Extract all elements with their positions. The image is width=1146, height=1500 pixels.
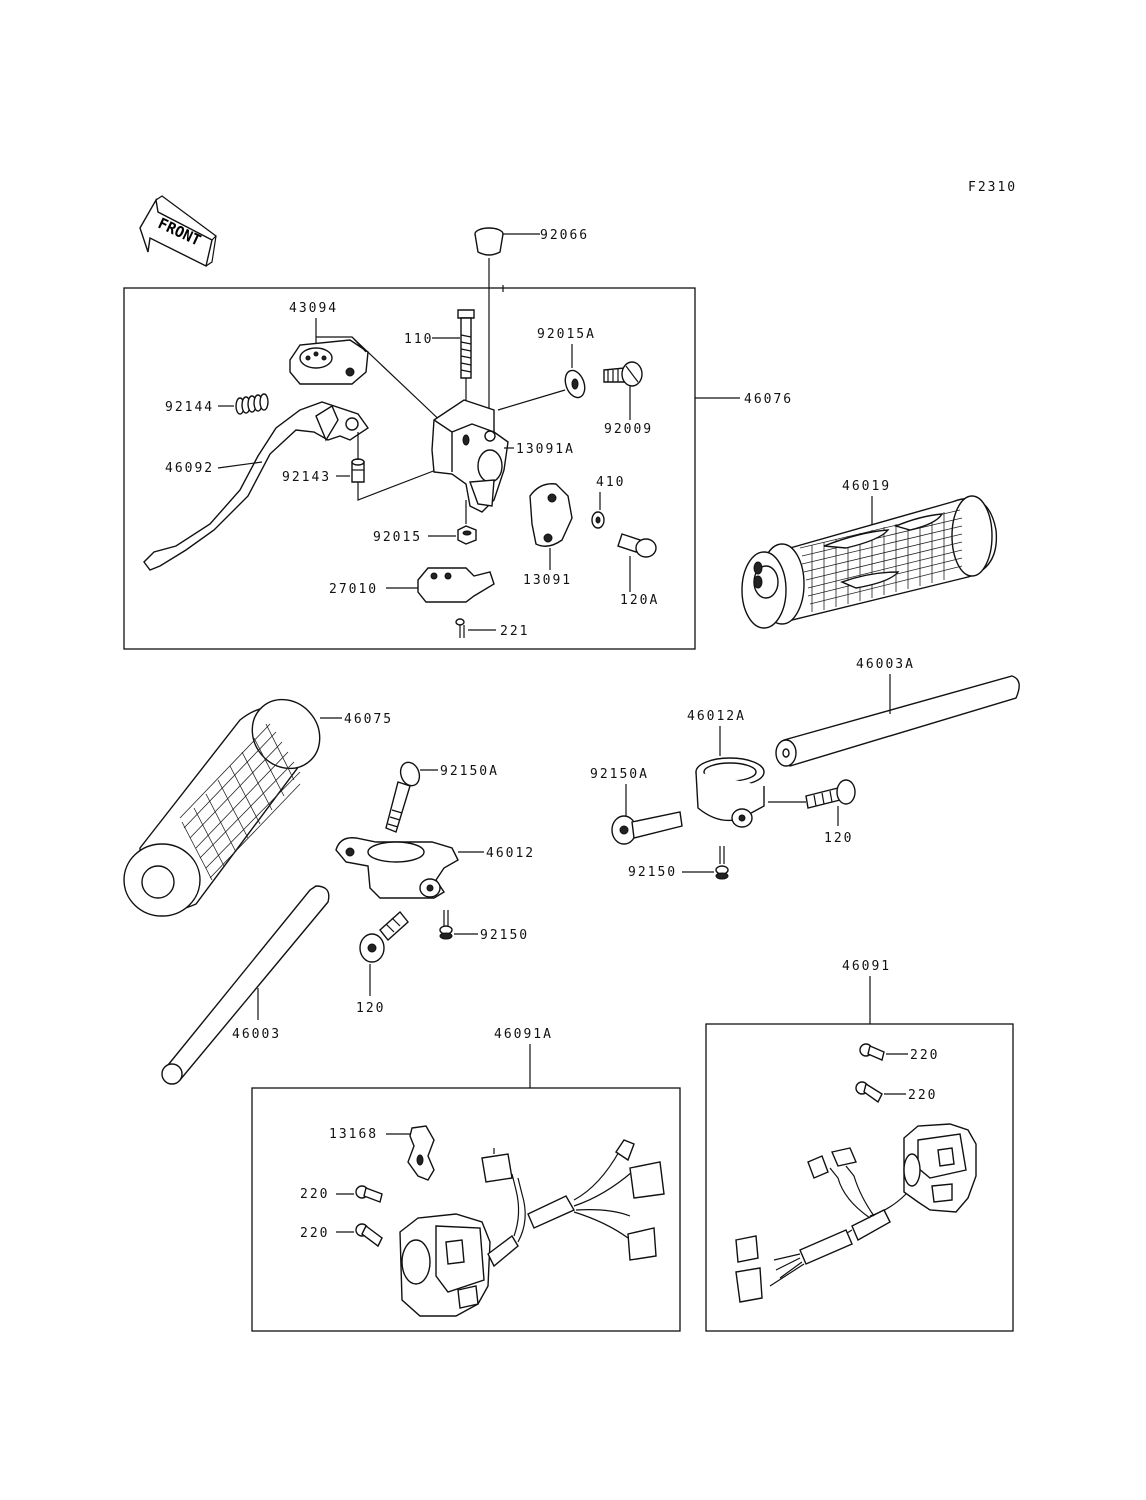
clamp-46012A	[695, 757, 765, 828]
label-92015A: 92015A	[537, 327, 596, 342]
label-220-d: 220	[300, 1226, 329, 1241]
label-46092: 46092	[165, 461, 214, 476]
bolt-120A	[617, 533, 657, 558]
bolt-120-left	[359, 910, 409, 963]
label-92150-left: 92150	[480, 928, 529, 943]
label-92150A-left: 92150A	[440, 764, 499, 779]
label-92015: 92015	[373, 530, 422, 545]
label-221: 221	[500, 624, 529, 639]
label-43094: 43094	[289, 301, 338, 316]
switch-27010	[417, 567, 495, 603]
bracket-13168	[407, 1125, 435, 1181]
bar-46003	[161, 885, 330, 1085]
label-13091A: 13091A	[516, 442, 575, 457]
label-46076: 46076	[744, 392, 793, 407]
label-46012: 46012	[486, 846, 535, 861]
switch-housing-46091A	[399, 1213, 491, 1317]
grip-46019	[741, 495, 998, 629]
screw-92150-left	[439, 910, 453, 940]
diagram-code: F2310	[968, 180, 1017, 195]
label-92150A-right: 92150A	[590, 767, 649, 782]
label-220-b: 220	[908, 1088, 937, 1103]
label-46091: 46091	[842, 959, 891, 974]
lever-assembly-box	[123, 287, 696, 650]
left-switch-box	[251, 1087, 681, 1332]
label-220-a: 220	[910, 1048, 939, 1063]
label-410: 410	[596, 475, 625, 490]
label-13091: 13091	[523, 573, 572, 588]
screw-220-b	[855, 1081, 883, 1104]
lever-46092	[143, 401, 369, 571]
bolt-110	[457, 309, 475, 379]
label-46003A: 46003A	[856, 657, 915, 672]
label-110: 110	[404, 332, 433, 347]
clamp-13091	[529, 483, 573, 547]
screw-220-d	[355, 1223, 383, 1248]
bolt-92150A-left	[385, 761, 421, 833]
collar-92143	[351, 458, 365, 483]
nut-92015	[457, 525, 477, 545]
cap-92066	[474, 227, 504, 256]
washer-410	[591, 511, 605, 529]
right-switch-box	[705, 1023, 1014, 1332]
grip-46075	[123, 698, 321, 917]
screw-92009	[603, 361, 643, 387]
clamp-46012	[335, 837, 459, 899]
label-220-c: 220	[300, 1187, 329, 1202]
bar-46003A	[775, 675, 1020, 767]
screw-220-c	[355, 1185, 383, 1203]
label-92144: 92144	[165, 400, 214, 415]
label-120-right: 120	[824, 831, 853, 846]
front-arrow-icon: FRONT	[139, 195, 217, 268]
screw-221	[455, 618, 465, 638]
label-92066: 92066	[540, 228, 589, 243]
label-27010: 27010	[329, 582, 378, 597]
harness-46091A	[481, 1139, 665, 1268]
bolt-120-right	[805, 779, 856, 809]
perch-13091A	[431, 399, 509, 513]
bolt-92150A-right	[611, 811, 683, 845]
label-92009: 92009	[604, 422, 653, 437]
label-13168: 13168	[329, 1127, 378, 1142]
label-92150-right: 92150	[628, 865, 677, 880]
label-46012A: 46012A	[687, 709, 746, 724]
spring-92144	[235, 393, 269, 415]
switch-housing-46091	[903, 1123, 977, 1213]
screw-92150-right	[715, 846, 729, 880]
label-46003: 46003	[232, 1027, 281, 1042]
nut-92015A	[564, 369, 586, 399]
label-120-left: 120	[356, 1001, 385, 1016]
part-43094	[289, 339, 369, 385]
harness-46091	[735, 1147, 907, 1303]
label-46019: 46019	[842, 479, 891, 494]
label-120A: 120A	[620, 593, 659, 608]
label-92143: 92143	[282, 470, 331, 485]
label-46075: 46075	[344, 712, 393, 727]
screw-220-a	[859, 1043, 885, 1061]
label-46091A: 46091A	[494, 1027, 553, 1042]
